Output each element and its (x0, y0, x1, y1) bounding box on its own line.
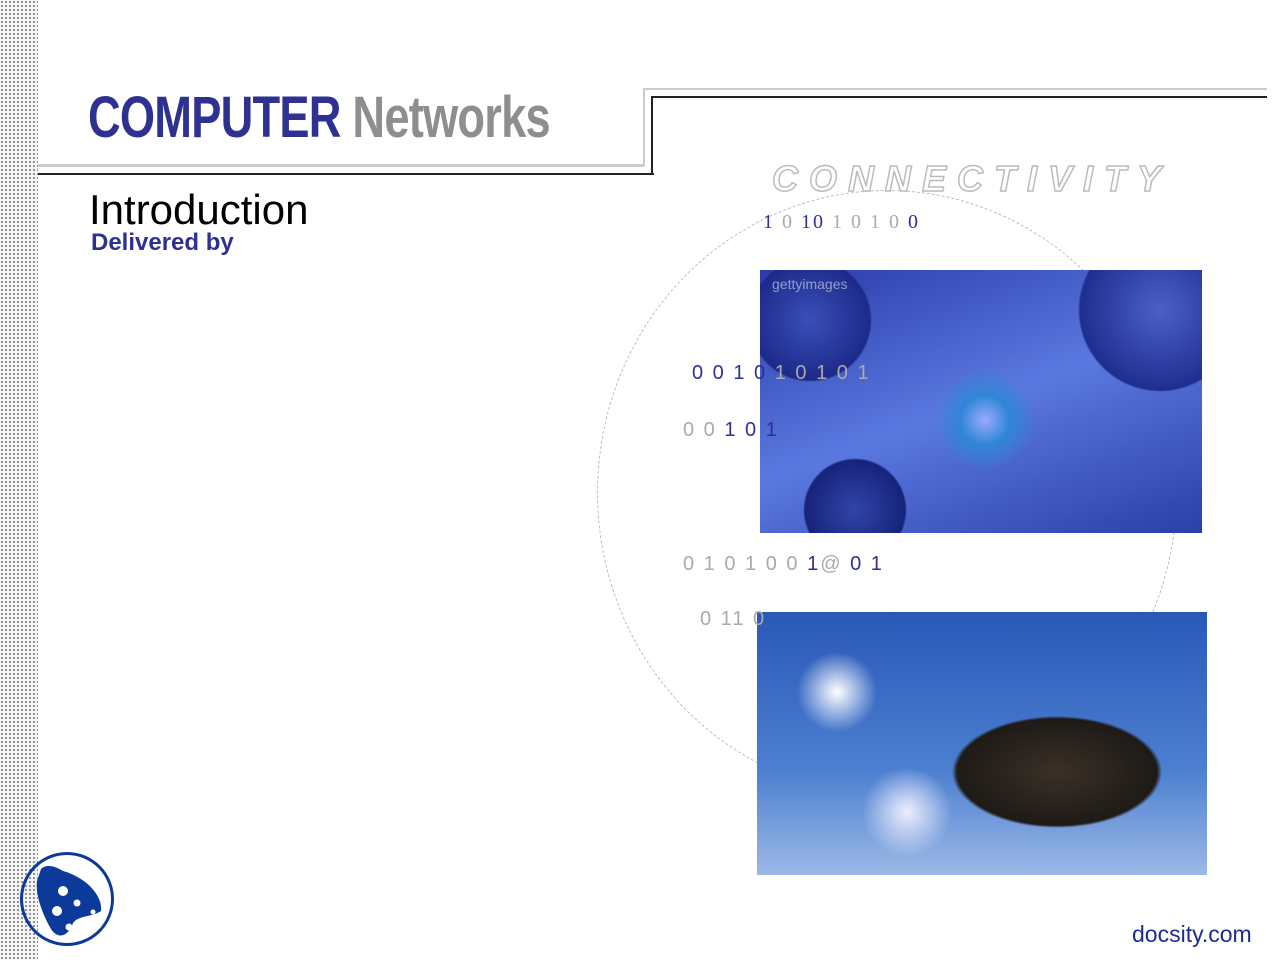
binary-segment: 0 0 1 0 (692, 362, 775, 384)
slide-heading: Introduction (89, 186, 309, 233)
binary-segment: 1 0 1 0 1 (774, 362, 871, 384)
title-networks: Networks (352, 85, 550, 150)
binary-segment: @ (820, 553, 843, 575)
docsity-link[interactable]: docsity.com (1132, 921, 1252, 947)
header-divider-shadow (38, 164, 644, 167)
header-divider-vertical (651, 96, 653, 175)
header-divider (38, 173, 654, 175)
network-touch-image: gettyimages (760, 270, 1202, 533)
connectivity-banner: CONNECTIVITY (771, 157, 1173, 200)
binary-segment: 0 (775, 211, 801, 233)
binary-segment: 1 (763, 211, 775, 233)
image-watermark: gettyimages (772, 276, 848, 292)
header-divider-top-shadow (643, 88, 1267, 90)
binary-segment: 10 (801, 211, 825, 233)
title-computer: COMPUTER (88, 85, 341, 150)
slide-title: COMPUTER Networks (88, 84, 551, 151)
binary-segment: 1 (807, 553, 821, 575)
binary-line: 0 0 1 0 1 0 1 0 1 (692, 362, 871, 385)
header-divider-vertical-shadow (643, 88, 645, 166)
binary-segment: 1 0 1 (724, 419, 779, 441)
binary-segment: 0 1 0 1 0 0 (683, 553, 808, 575)
logo-leaf-icon (36, 865, 102, 936)
satellite-dish-image (757, 612, 1207, 875)
binary-line: 0 0 1 0 1 (683, 419, 779, 442)
header-divider-top (651, 96, 1267, 98)
binary-line: 0 1 0 1 0 0 1@ 0 1 (683, 553, 884, 576)
dotted-sidebar-pattern (0, 0, 38, 960)
binary-segment: 0 11 0 (700, 608, 767, 630)
logo (20, 852, 114, 946)
binary-segment: 0 1 (842, 553, 884, 575)
binary-segment: 0 (908, 211, 920, 233)
binary-segment: 0 0 (683, 419, 725, 441)
binary-line: 1 0 10 1 0 1 0 0 (763, 211, 920, 234)
slide-subheading: Delivered by (91, 229, 234, 256)
binary-line: 0 11 0 (700, 608, 766, 631)
binary-segment: 1 0 1 0 (825, 211, 908, 233)
